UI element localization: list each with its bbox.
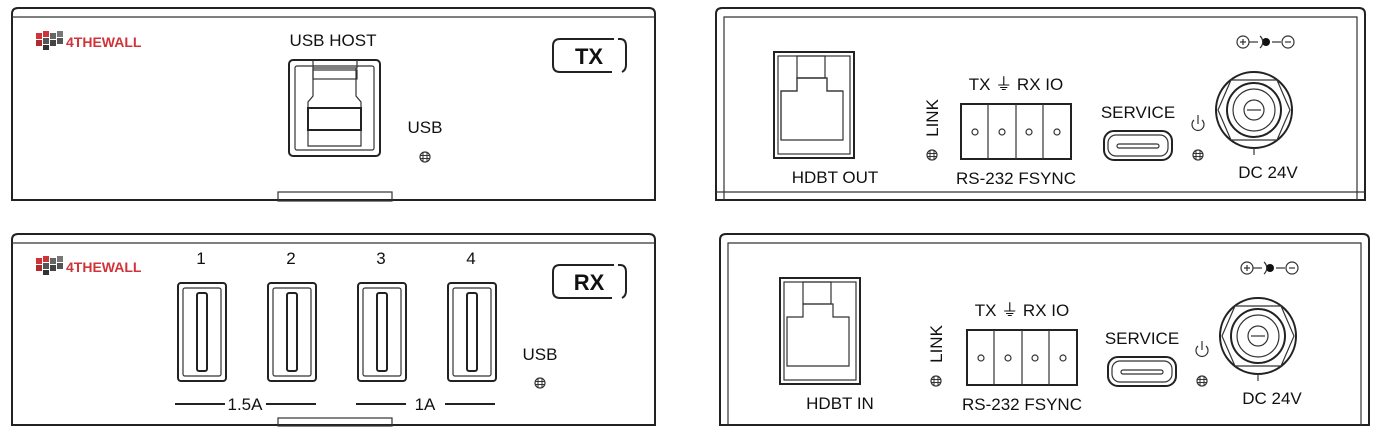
usb-led-icon: [534, 377, 546, 389]
hdbt-in-port[interactable]: [779, 277, 861, 385]
service-usb-c-port[interactable]: [1103, 130, 1173, 161]
polarity-icon: [1240, 261, 1299, 275]
dc-label: DC 24V: [1242, 389, 1302, 408]
usb-led-icon: [419, 151, 431, 163]
dc-power-jack[interactable]: [1215, 71, 1293, 155]
terminal-block[interactable]: [960, 103, 1072, 160]
terminal-top-label: TX ⏚ RX IO: [969, 75, 1063, 94]
usb-a-port-2[interactable]: [267, 282, 317, 382]
dc-power-jack[interactable]: [1219, 297, 1297, 381]
dc-label: DC 24V: [1238, 163, 1298, 182]
link-label: LINK: [923, 98, 942, 136]
power-icon: [1191, 115, 1205, 131]
logo-mark-icon: [36, 256, 63, 275]
terminal-bottom-label: RS-232 FSYNC: [962, 395, 1082, 414]
logo-mark-icon: [36, 31, 63, 50]
brand-logo: 4THEWALL: [36, 256, 142, 275]
usb-a-port-3[interactable]: [357, 282, 407, 382]
brand-logo: 4THEWALL: [36, 31, 142, 50]
terminal-bottom-label: RS-232 FSYNC: [956, 169, 1076, 188]
usb-a-port-4[interactable]: [447, 282, 497, 382]
bottom-tab: [277, 417, 393, 427]
usb-a-port-1[interactable]: [177, 282, 227, 382]
hdbt-in-label: HDBT IN: [806, 394, 874, 413]
hdbt-out-label: HDBT OUT: [792, 168, 879, 187]
tx-badge-text: TX: [575, 44, 603, 69]
port-number-3: 3: [376, 249, 385, 268]
service-usb-c-port[interactable]: [1107, 356, 1177, 387]
polarity-icon: [1236, 35, 1295, 49]
current-label-1a: 1A: [415, 395, 436, 414]
port-number-4: 4: [466, 249, 475, 268]
usb-host-label: USB HOST: [290, 31, 377, 50]
link-led-icon: [930, 375, 942, 387]
tx-badge: TX: [552, 38, 627, 73]
logo-text: 4THEWALL: [66, 259, 142, 275]
power-icon: [1195, 341, 1209, 357]
rx-badge: RX: [552, 264, 627, 299]
link-led-icon: [926, 149, 938, 161]
terminal-block[interactable]: [966, 329, 1078, 386]
rx-front-panel: 4THEWALL 1 2 3 4 1.5A 1A USB RX: [11, 233, 656, 427]
port-number-2: 2: [286, 249, 295, 268]
bottom-tab: [277, 191, 393, 202]
logo-text: 4THEWALL: [66, 34, 142, 50]
terminal-top-label: TX ⏚ RX IO: [975, 301, 1069, 320]
service-label: SERVICE: [1101, 103, 1175, 122]
service-label: SERVICE: [1105, 329, 1179, 348]
rx-badge-text: RX: [574, 270, 605, 295]
tx-rear-panel: HDBT OUT LINK TX ⏚ RX IO RS-232 FSYNC SE…: [715, 7, 1366, 201]
tx-front-panel: 4THEWALL USB HOST USB TX: [11, 7, 656, 202]
usb-led-label: USB: [523, 345, 558, 364]
port-number-1: 1: [196, 249, 205, 268]
link-label: LINK: [927, 324, 946, 362]
power-led-icon: [1196, 375, 1208, 387]
hdbt-out-port[interactable]: [773, 51, 855, 159]
power-led-icon: [1192, 149, 1204, 161]
usb-b-port[interactable]: [288, 59, 381, 157]
rx-rear-panel: HDBT IN LINK TX ⏚ RX IO RS-232 FSYNC SER…: [719, 233, 1370, 426]
usb-led-label: USB: [408, 118, 443, 137]
current-label-1-5a: 1.5A: [228, 395, 264, 414]
